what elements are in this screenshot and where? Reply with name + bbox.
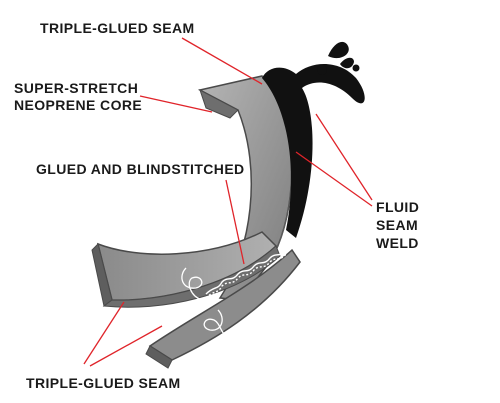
lower-neoprene-panel <box>91 231 281 308</box>
label-blindstitch: GLUED AND BLINDSTITCHED <box>36 161 245 177</box>
leader-bottom-seam-a <box>83 301 125 365</box>
label-weld-line3: WELD <box>376 235 419 251</box>
leader-top-seam <box>181 37 263 85</box>
blindstitch <box>205 249 287 299</box>
label-top-seam: TRIPLE-GLUED SEAM <box>40 20 195 36</box>
weld-splash-drops <box>317 41 360 75</box>
fluid-seam-weld <box>262 63 365 238</box>
label-neoprene-core-line2: NEOPRENE CORE <box>14 97 142 113</box>
leader-lines <box>83 37 373 367</box>
leader-bottom-seam-b <box>89 325 163 367</box>
leader-neoprene-core <box>139 95 213 113</box>
label-weld-line1: FLUID <box>376 199 419 215</box>
inner-flap-panel <box>145 248 301 369</box>
label-neoprene-core-line1: SUPER-STRETCH <box>14 80 138 96</box>
leader-blindstitch <box>225 179 245 265</box>
label-weld-line2: SEAM <box>376 217 418 233</box>
leader-weld-a <box>315 113 373 201</box>
loose-thread <box>181 267 233 337</box>
leader-weld-b <box>295 151 373 207</box>
label-bottom-seam: TRIPLE-GLUED SEAM <box>26 375 181 391</box>
